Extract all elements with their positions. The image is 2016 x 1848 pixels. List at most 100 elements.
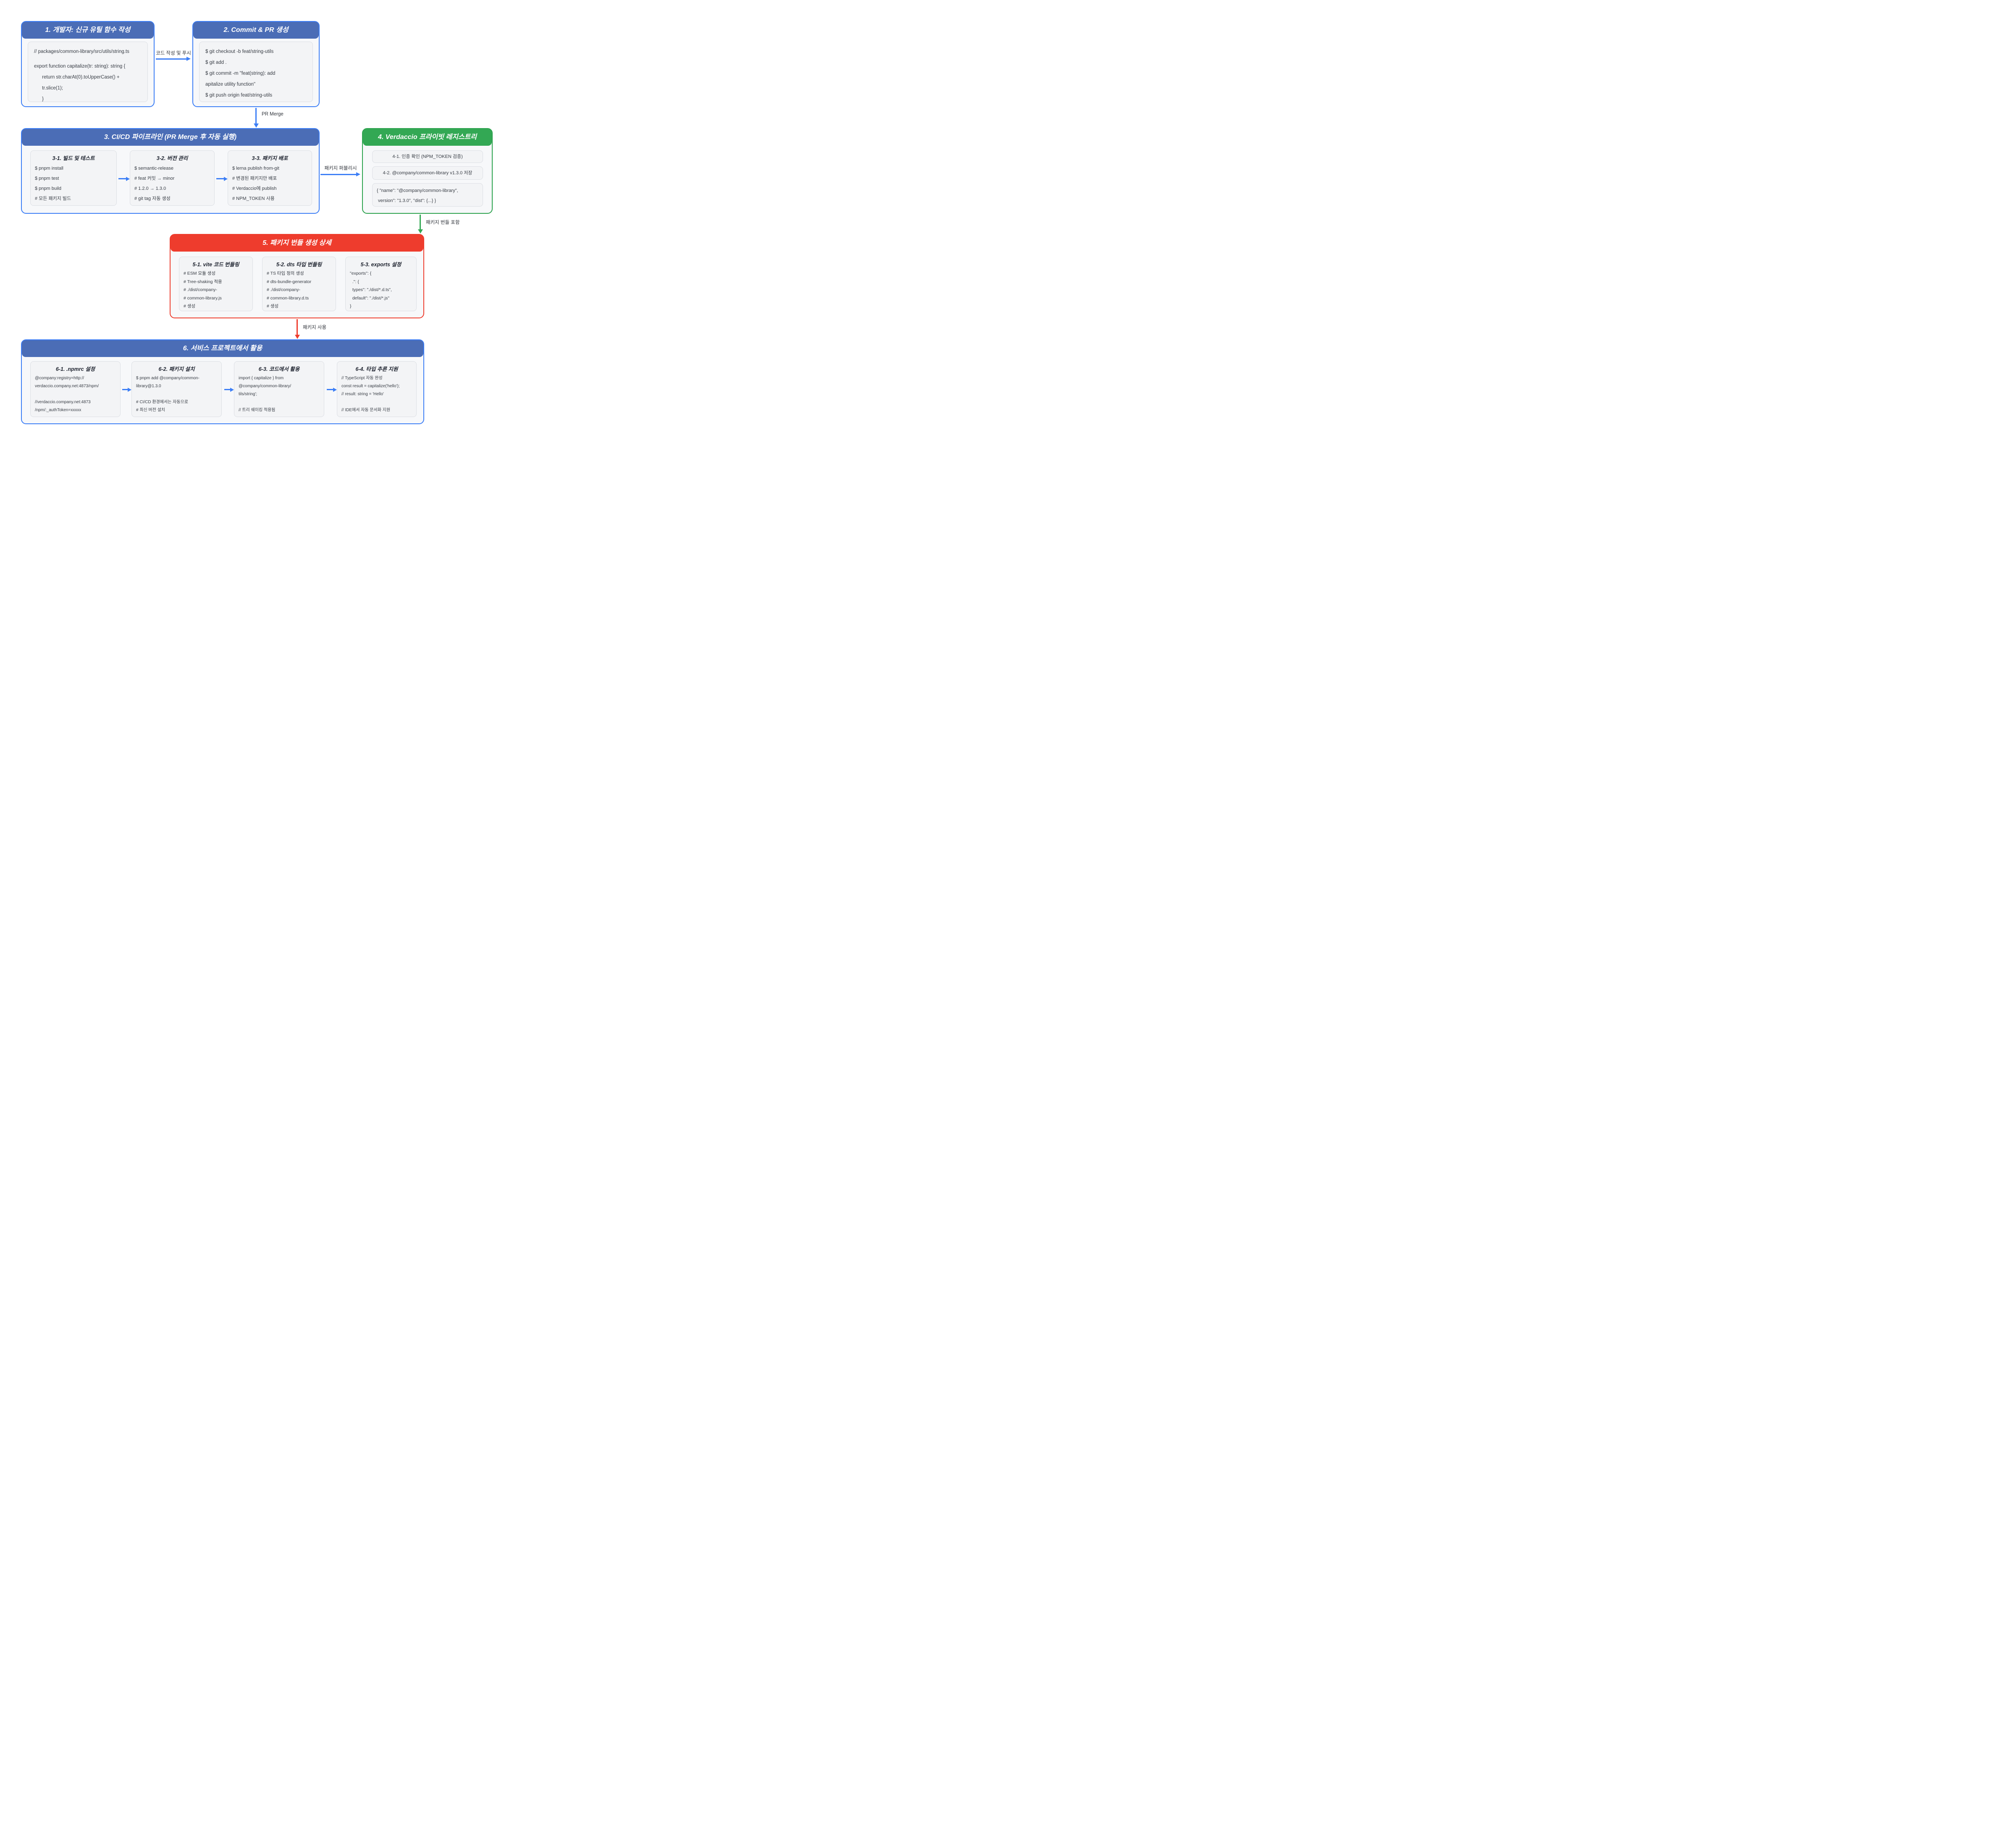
step-title: 3-2. 버전 관리	[156, 155, 188, 161]
node-cicd-pipeline: 3. CI/CD 파이프라인 (PR Merge 후 자동 실행) 3-1. 빌…	[21, 128, 320, 214]
code-line: $ git checkout -b feat/string-utils	[205, 49, 274, 54]
code-line: // IDE에서 자동 문서화 지원	[341, 408, 391, 412]
code-line: $ lerna publish from-git	[232, 166, 279, 171]
edge-label-package-use: 패키지 사용	[303, 325, 327, 330]
step-title: 6-3. 코드에서 활용	[258, 366, 300, 372]
code-block: { "name": "@company/common-library", ver…	[377, 186, 478, 206]
code-line: # ESM 모듈 생성	[184, 271, 215, 276]
arrow-right-icon	[122, 388, 131, 392]
arrow-right-icon	[216, 177, 228, 181]
code-block: // TypeScript 자동 완성 const result = capita…	[341, 374, 412, 414]
code-line: # Tree-shaking 적용	[184, 279, 222, 284]
step-title: 5-3. exports 설정	[360, 262, 402, 268]
code-line: types": "./dist/*.d.ts",	[350, 287, 392, 292]
code-line: # dts-bundle-generator	[267, 279, 312, 284]
node-title: 1. 개발자: 신규 유틸 함수 작성	[22, 22, 154, 39]
code-line: $ semantic-release	[134, 166, 173, 171]
code-line: # NPM_TOKEN 사용	[232, 196, 275, 201]
step-title: 6-4. 타입 추론 지원	[355, 366, 398, 372]
code-line: # 변경된 패키지만 배포	[232, 176, 277, 181]
registry-store-row: 4-2. @company/common-library v1.3.0 저장	[372, 166, 483, 180]
code-line: $ pnpm install	[35, 166, 63, 171]
arrow-right-icon	[118, 177, 130, 181]
registry-json-row: { "name": "@company/common-library", ver…	[372, 183, 483, 207]
step-use-in-code: 6-3. 코드에서 활용 import { capitalize } from @…	[234, 361, 324, 417]
code-block: @company:registry=http:// verdaccio.compa…	[35, 374, 116, 414]
code-line	[239, 398, 320, 406]
code-line: @company:registry=http://	[35, 376, 84, 381]
node-title: 5. 패키지 번들 생성 상세	[171, 235, 423, 252]
code-line: # git tag 자동 생성	[134, 196, 171, 201]
node-bundle-detail: 5. 패키지 번들 생성 상세 5-1. vite 코드 번들링 # ESM 모…	[170, 234, 424, 318]
code-line: # common-library.d.ts	[267, 295, 309, 301]
node-verdaccio-registry: 4. Verdaccio 프라이빗 레지스트리 4-1. 인증 확인 (NPM_…	[362, 128, 493, 214]
edge-label-bundle-included: 패키지 번들 포함	[426, 220, 460, 225]
code-block: $ git checkout -b feat/string-utils $ git…	[199, 42, 313, 102]
code-line: export function capitalize(tr: string): …	[34, 64, 126, 69]
code-line: @company/common-library/	[239, 384, 291, 388]
code-block: # ESM 모듈 생성 # Tree-shaking 적용 # ./dist/com…	[184, 270, 248, 311]
code-line: // TypeScript 자동 완성	[341, 376, 383, 381]
code-line: /npm/:_authToken=xxxxx	[35, 408, 81, 412]
code-line: default": "./dist/*.js"	[350, 295, 390, 301]
code-block: $ pnpm add @company/common-library@1.3.0…	[136, 374, 217, 414]
code-line: }	[350, 304, 352, 309]
step-package-deploy: 3-3. 패키지 배포 $ lerna publish from-git # 변경…	[228, 150, 312, 206]
edge-label-package-publish: 패키지 퍼블리시	[324, 166, 357, 171]
code-block: $ pnpm install$ pnpm test$ pnpm build# 모…	[35, 163, 112, 204]
arrow-right-icon	[224, 388, 234, 392]
code-line: //verdaccio.company.net:4873	[35, 400, 91, 404]
code-line	[136, 390, 217, 398]
registry-auth-row: 4-1. 인증 확인 (NPM_TOKEN 검증)	[372, 150, 483, 163]
step-type-inference: 6-4. 타입 추론 지원 // TypeScript 자동 완성 const r…	[337, 361, 417, 417]
arrow-down-icon	[417, 215, 423, 234]
code-line: # 1.2.0 → 1.3.0	[134, 186, 166, 191]
code-line: $ git commit -m "feat(string): add	[205, 71, 276, 76]
step-title: 3-3. 패키지 배포	[252, 155, 288, 161]
node-title: 4. Verdaccio 프라이빗 레지스트리	[363, 129, 492, 146]
code-line: # CI/CD 환경에서는 자동으로	[136, 400, 188, 404]
code-block: $ semantic-release# feat 커밋 → minor# 1.2…	[134, 163, 210, 204]
code-line: verdaccio.company.net:4873/npm/	[35, 384, 99, 388]
code-block: # TS 타입 정의 생성 # dts-bundle-generator # ./d…	[267, 270, 331, 311]
code-line: // packages/common-library/src/utils/str…	[34, 49, 129, 54]
code-line: .": {	[350, 279, 359, 284]
edge-label-code-push: 코드 작성 및 푸시	[156, 51, 191, 56]
flowchart-canvas: 1. 개발자: 신규 유틸 함수 작성 // packages/common-l…	[0, 0, 504, 462]
code-line	[341, 398, 412, 406]
step-dts-bundling: 5-2. dts 타입 번들링 # TS 타입 정의 생성 # dts-bundl…	[262, 257, 336, 311]
code-line: const result = capitalize('hello');	[341, 384, 400, 388]
arrow-down-icon	[253, 108, 259, 128]
node-service-project-usage: 6. 서비스 프로젝트에서 활용 6-1. .npmrc 설정 @company…	[21, 339, 424, 424]
step-package-install: 6-2. 패키지 설치 $ pnpm add @company/common-l…	[131, 361, 222, 417]
code-line: # Verdaccio에 publish	[232, 186, 277, 191]
step-title: 5-2. dts 타입 번들링	[276, 262, 322, 268]
code-line: return str.charAt(0).toUpperCase() +	[34, 75, 120, 80]
step-npmrc-config: 6-1. .npmrc 설정 @company:registry=http://…	[30, 361, 121, 417]
step-build-test: 3-1. 빌드 및 테스트 $ pnpm install$ pnpm test$…	[30, 150, 117, 206]
code-line: // result: string = 'Hello'	[341, 392, 384, 396]
arrow-down-icon	[294, 319, 300, 339]
code-line: version": "1.3.0", "dist": {...} }	[377, 198, 436, 203]
code-line: # TS 타입 정의 생성	[267, 271, 304, 276]
node-commit-pr: 2. Commit & PR 생성 $ git checkout -b feat…	[192, 21, 320, 107]
code-line: # 생성	[184, 304, 196, 309]
code-line	[35, 390, 116, 398]
code-line: # ./dist/company-	[267, 287, 300, 292]
code-line: library@1.3.0	[136, 384, 161, 388]
step-title: 6-2. 패키지 설치	[158, 366, 195, 372]
code-line: # 최신 버전 설치	[136, 408, 165, 412]
code-line: tr.slice(1);	[34, 86, 63, 91]
code-line: # ./dist/company-	[184, 287, 217, 292]
code-block: import { capitalize } from @company/commo…	[239, 374, 320, 414]
arrow-right-icon	[320, 172, 360, 176]
node-title: 3. CI/CD 파이프라인 (PR Merge 후 자동 실행)	[22, 129, 319, 146]
code-line: import { capitalize } from	[239, 376, 284, 381]
code-block: "exports": { .": { types": "./dist/*.d.t…	[350, 270, 412, 311]
node-title: 2. Commit & PR 생성	[193, 22, 319, 39]
arrow-right-icon	[327, 388, 337, 392]
arrow-right-icon	[156, 57, 191, 61]
step-vite-bundling: 5-1. vite 코드 번들링 # ESM 모듈 생성# Tree-shaki…	[179, 257, 253, 311]
node-title: 6. 서비스 프로젝트에서 활용	[22, 340, 423, 357]
code-line: $ pnpm build	[35, 186, 61, 191]
